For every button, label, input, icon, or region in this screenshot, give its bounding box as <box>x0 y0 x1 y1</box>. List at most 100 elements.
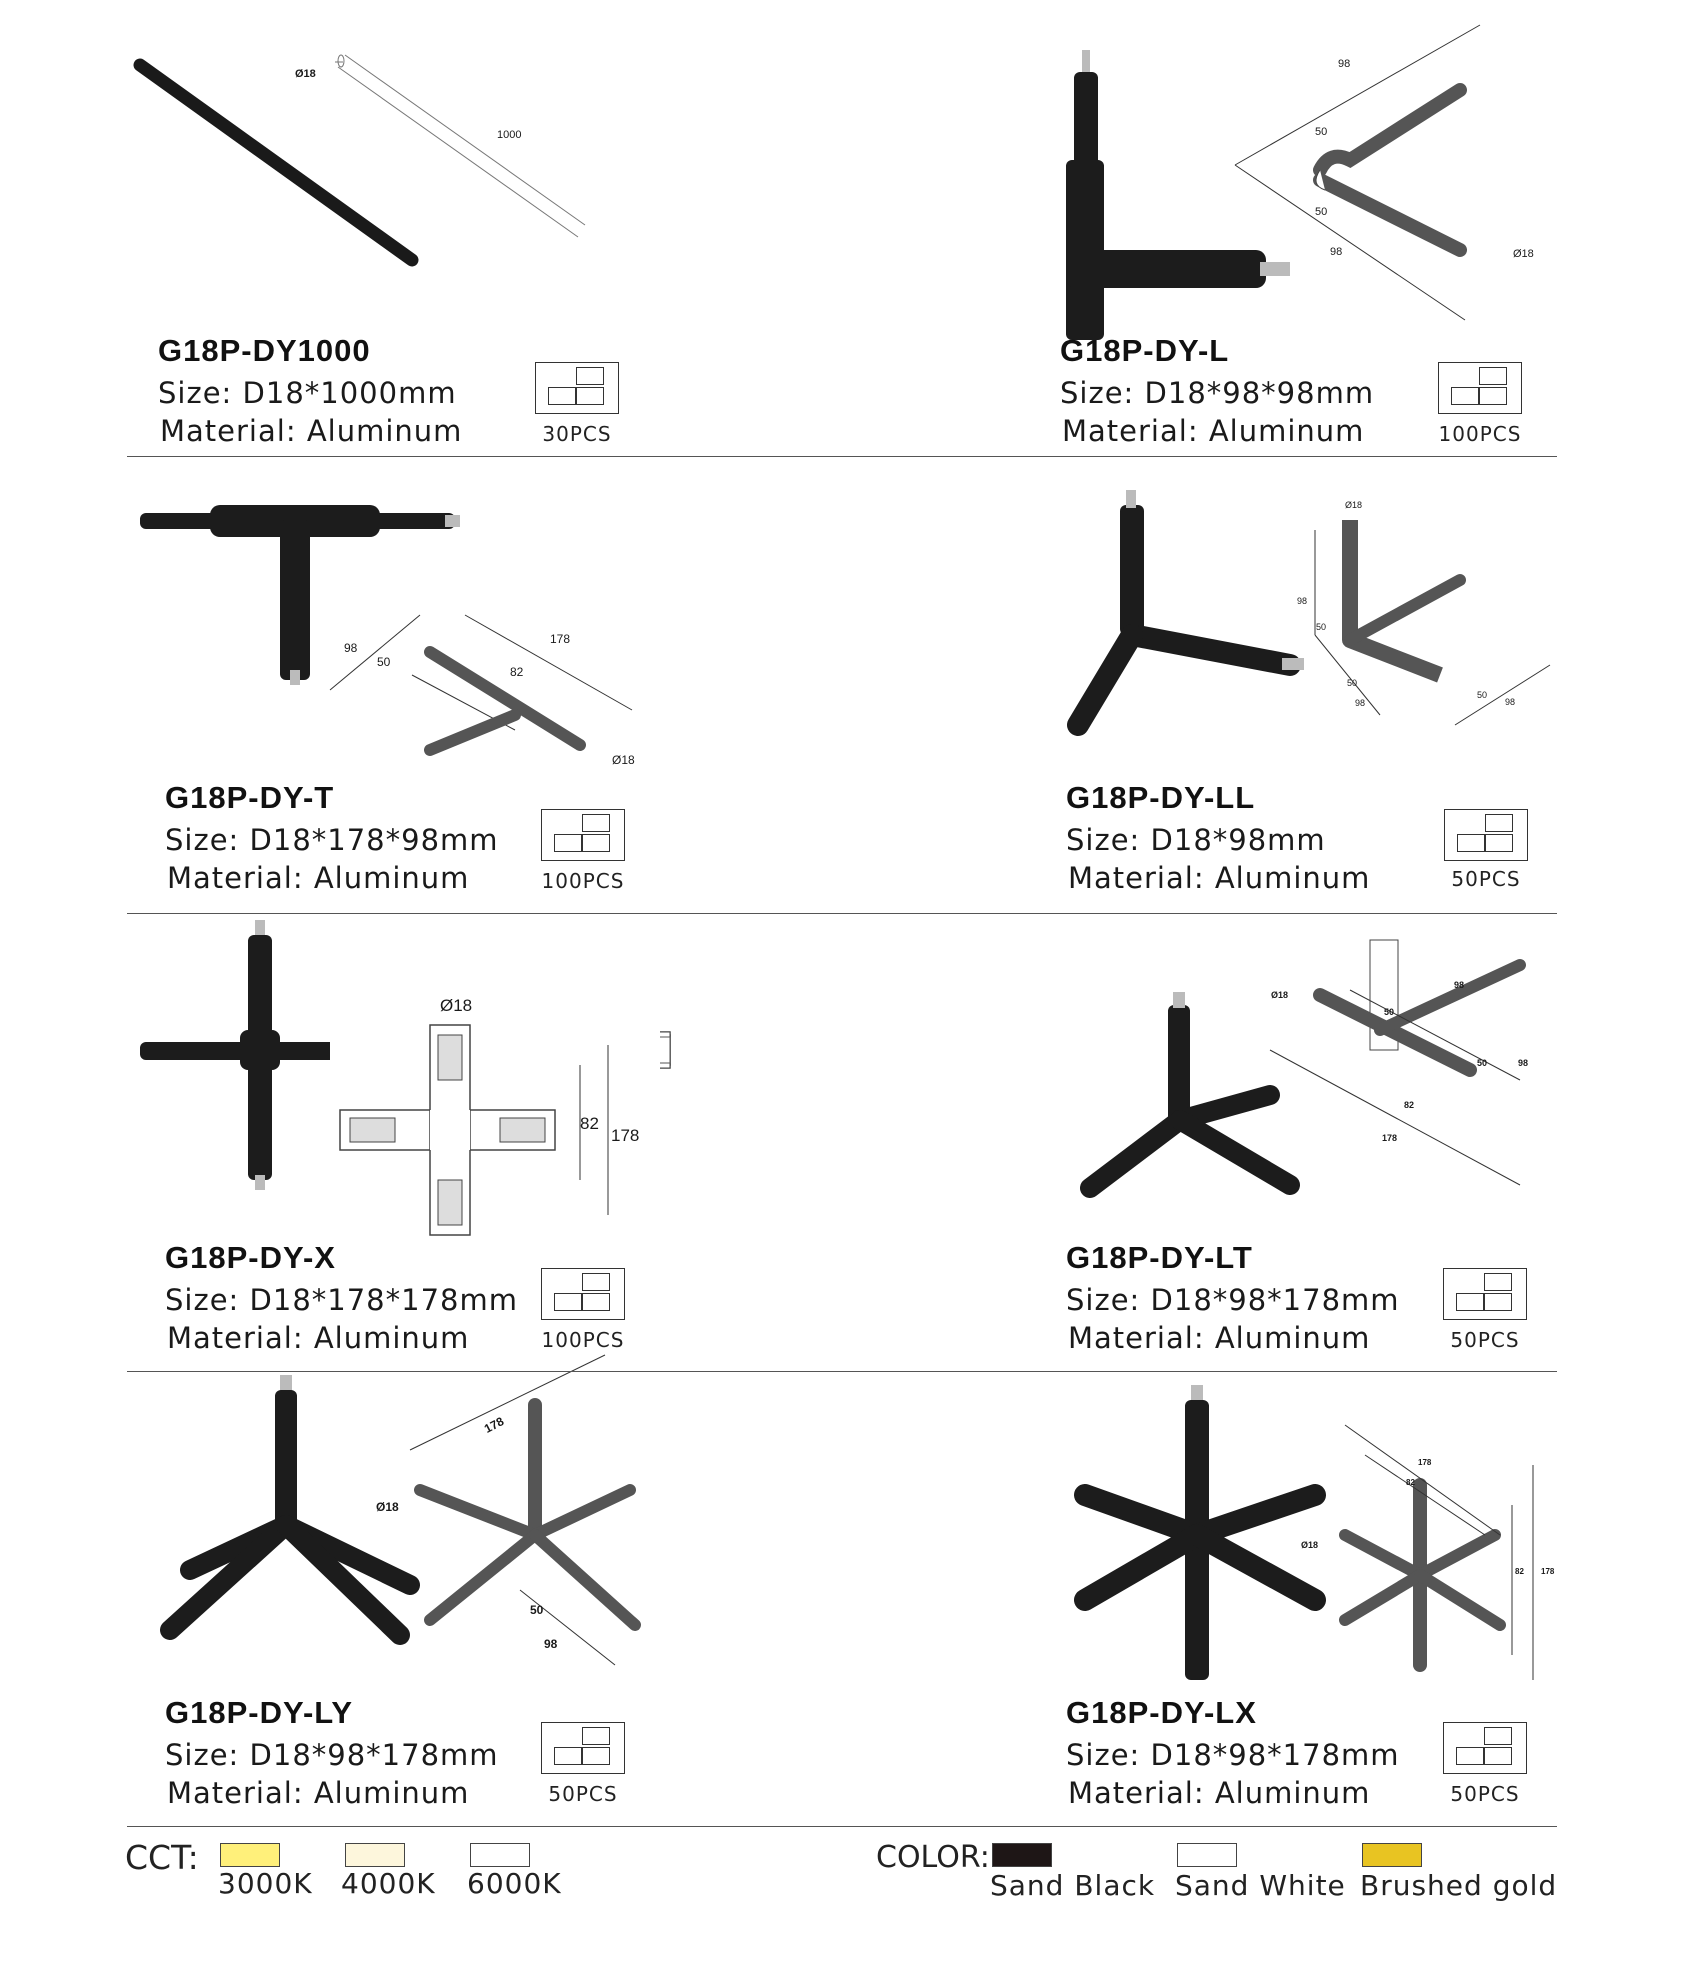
product-model: G18P-DY-X <box>165 1240 336 1275</box>
dim-label: 50 <box>1347 678 1358 688</box>
size-value: D18*98*178mm <box>1150 1738 1400 1772</box>
size-value: D18*178*98mm <box>249 823 499 857</box>
size-label: Size: <box>165 1738 240 1772</box>
line-drawing-x <box>330 1015 660 1245</box>
carton-icon <box>1443 1722 1527 1774</box>
pack-quantity: 100PCS <box>541 1328 625 1352</box>
product-model: G18P-DY-LY <box>165 1695 354 1730</box>
product-size: Size: D18*1000mm <box>158 376 457 410</box>
size-value: D18*98*98mm <box>1144 376 1375 410</box>
dim-label: 98 <box>1338 58 1351 70</box>
dim-label: Ø18 <box>1301 1540 1319 1550</box>
section-divider <box>127 913 1557 914</box>
product-model: G18P-DY-T <box>165 780 335 815</box>
pack-quantity: 50PCS <box>1451 867 1521 891</box>
section-divider <box>127 456 1557 457</box>
color-label: COLOR: <box>876 1840 990 1875</box>
cct-swatch-6000k <box>470 1843 530 1867</box>
dim-label: Ø18 <box>1513 248 1534 260</box>
material-value: Aluminum <box>1208 414 1365 448</box>
material-label: Material: <box>1068 861 1205 895</box>
carton-icon <box>541 809 625 861</box>
size-label: Size: <box>1060 376 1135 410</box>
dim-label: 98 <box>1330 246 1343 258</box>
product-material: Material: Aluminum <box>167 1776 469 1810</box>
color-name-sand-black: Sand Black <box>990 1869 1156 1902</box>
cct-label: CCT: <box>125 1838 199 1877</box>
cct-name-3000k: 3000K <box>218 1867 313 1900</box>
color-swatch-sand-black <box>992 1843 1052 1867</box>
dim-label: 98 <box>1297 596 1308 606</box>
carton-icon <box>1443 1268 1527 1320</box>
material-label: Material: <box>1068 1776 1205 1810</box>
size-value: D18*98*178mm <box>1150 1283 1400 1317</box>
dim-label: Ø18 <box>295 68 316 80</box>
product-material: Material: Aluminum <box>160 414 462 448</box>
material-label: Material: <box>1062 414 1199 448</box>
pack-quantity: 50PCS <box>548 1782 618 1806</box>
dim-label: Ø18 <box>612 753 635 767</box>
cct-swatch-3000k <box>220 1843 280 1867</box>
color-name-brushed-gold: Brushed gold <box>1360 1869 1558 1902</box>
dim-label: 50 <box>1384 1007 1395 1017</box>
dim-label: 50 <box>1477 1058 1488 1068</box>
carton-icon <box>535 362 619 414</box>
material-label: Material: <box>167 861 304 895</box>
product-material: Material: Aluminum <box>167 1321 469 1355</box>
color-swatch-brushed-gold <box>1362 1843 1422 1867</box>
product-size: Size: D18*98*178mm <box>165 1738 499 1772</box>
product-material: Material: Aluminum <box>167 861 469 895</box>
product-size: Size: D18*178*98mm <box>165 823 499 857</box>
cct-name-6000k: 6000K <box>467 1867 562 1900</box>
size-value: D18*1000mm <box>242 376 457 410</box>
color-swatch-sand-white <box>1177 1843 1237 1867</box>
product-model: G18P-DY1000 <box>158 333 371 368</box>
product-render-t <box>140 505 633 756</box>
dim-label: 50 <box>1315 126 1328 138</box>
product-size: Size: D18*178*178mm <box>165 1283 518 1317</box>
size-value: D18*98mm <box>1150 823 1326 857</box>
dim-label: 98 <box>1355 698 1366 708</box>
dim-label: 82 <box>580 1114 599 1133</box>
material-value: Aluminum <box>313 861 470 895</box>
material-label: Material: <box>167 1776 304 1810</box>
product-material: Material: Aluminum <box>1068 861 1370 895</box>
product-model: G18P-DY-LX <box>1066 1695 1257 1730</box>
pack-quantity: 100PCS <box>541 869 625 893</box>
product-render-lx <box>1074 1385 1534 1680</box>
product-material: Material: Aluminum <box>1062 414 1364 448</box>
dim-label: 50 <box>1316 622 1327 632</box>
dim-label: 98 <box>1518 1058 1529 1068</box>
product-render-dy1000 <box>133 54 586 267</box>
material-value: Aluminum <box>313 1321 470 1355</box>
product-size: Size: D18*98*178mm <box>1066 1283 1400 1317</box>
dim-label: 178 <box>1418 1458 1432 1467</box>
size-label: Size: <box>1066 1738 1141 1772</box>
material-value: Aluminum <box>313 1776 470 1810</box>
product-size: Size: D18*98*98mm <box>1060 376 1374 410</box>
carton-icon <box>1438 362 1522 414</box>
dim-label: Ø18 <box>376 1500 399 1514</box>
dim-label: 178 <box>1382 1133 1398 1143</box>
section-divider <box>127 1826 1557 1827</box>
carton-icon <box>1444 809 1528 861</box>
section-divider <box>127 1371 1557 1372</box>
product-model: G18P-DY-LT <box>1066 1240 1253 1275</box>
dim-label: 50 <box>377 655 391 669</box>
product-render-lt <box>1080 939 1526 1198</box>
dim-label: Ø18 <box>440 996 473 1015</box>
carton-icon <box>541 1722 625 1774</box>
product-render-ly <box>160 1354 641 1666</box>
product-material: Material: Aluminum <box>1068 1776 1370 1810</box>
pack-quantity: 50PCS <box>1450 1328 1520 1352</box>
dim-label: 82 <box>1404 1100 1415 1110</box>
size-label: Size: <box>165 823 240 857</box>
size-value: D18*98*178mm <box>249 1738 499 1772</box>
dim-label: 98 <box>1505 697 1516 707</box>
dim-label: Ø18 <box>1345 500 1363 510</box>
size-label: Size: <box>1066 823 1141 857</box>
dim-label: 50 <box>1477 690 1488 700</box>
size-value: D18*178*178mm <box>249 1283 518 1317</box>
dim-label: 50 <box>1315 206 1328 218</box>
size-label: Size: <box>165 1283 240 1317</box>
